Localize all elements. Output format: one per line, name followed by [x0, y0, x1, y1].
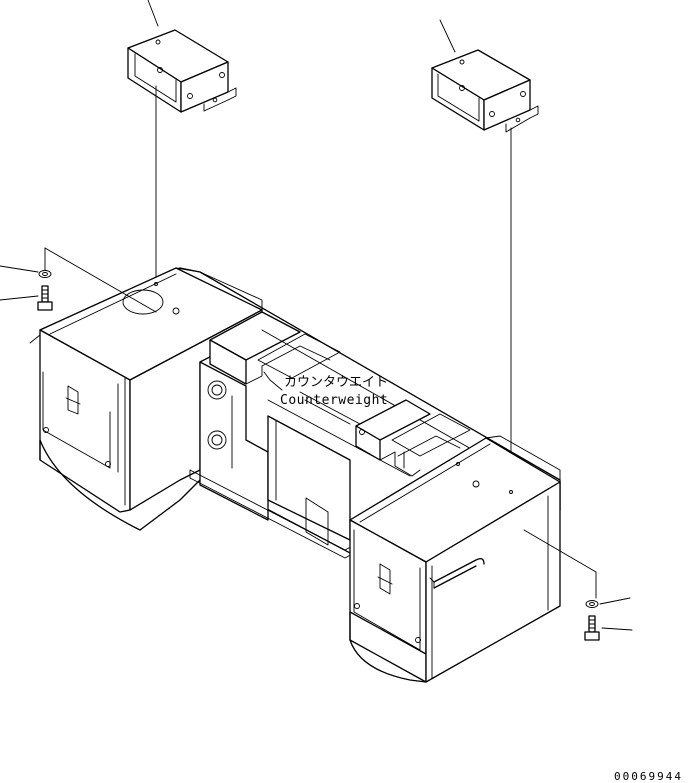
part-label-en: Counterweight	[280, 393, 388, 408]
part-label-jp: カウンタウエイト	[284, 375, 388, 390]
bolt-right	[584, 615, 633, 641]
washer-left	[0, 247, 157, 313]
bracket-left	[127, 0, 237, 113]
bracket-right	[431, 19, 539, 133]
figure-number: 00069944	[614, 770, 683, 783]
washer-right	[523, 529, 631, 608]
counterweight-body	[29, 267, 561, 683]
bolt-left	[0, 285, 53, 311]
part-label: カウンタウエイト Counterweight	[263, 371, 388, 408]
